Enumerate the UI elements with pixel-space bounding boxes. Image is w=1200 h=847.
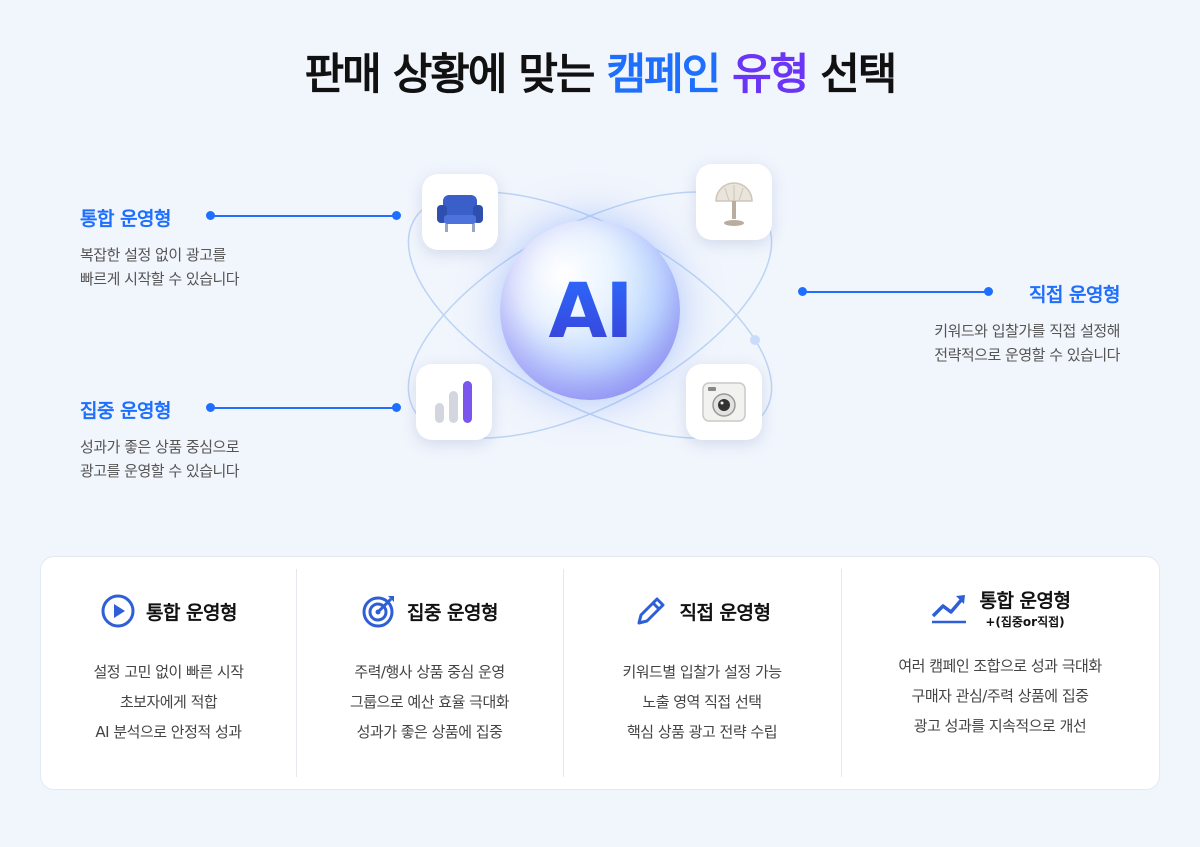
callout-direct-desc-line2: 전략적으로 운영할 수 있습니다 <box>934 346 1120 364</box>
card-line: 여러 캠페인 조합으로 성과 극대화 <box>898 657 1102 675</box>
page-title: 판매 상황에 맞는 캠페인 유형 선택 <box>0 40 1200 102</box>
lamp-icon <box>696 164 772 240</box>
title-highlight-campaign: 캠페인 <box>606 50 721 100</box>
ai-sphere: AI <box>500 220 680 400</box>
callout-direct-name: 직접 운영형 <box>1028 284 1121 306</box>
connector-dot <box>392 403 401 412</box>
title-text: 판매 상황에 맞는 <box>304 50 607 100</box>
ai-label: AI <box>548 265 633 355</box>
card-direct: 직접 운영형 키워드별 입찰가 설정 가능 노출 영역 직접 선택 핵심 상품 … <box>563 557 841 789</box>
card-line: 성과가 좋은 상품에 집중 <box>356 723 503 741</box>
card-subtitle: +(집중or직접) <box>985 615 1065 629</box>
card-line: 광고 성과를 지속적으로 개선 <box>913 717 1087 735</box>
ai-orbit-illustration: AI <box>380 150 800 490</box>
card-title: 집중 운영형 <box>406 601 499 624</box>
callout-integrated-name: 통합 운영형 <box>80 208 172 230</box>
title-text-end: 선택 <box>807 50 897 100</box>
card-title: 통합 운영형 <box>979 590 1071 612</box>
connector-dot <box>984 287 993 296</box>
campaign-type-panel: 통합 운영형 설정 고민 없이 빠른 시작 초보자에게 적합 AI 분석으로 안… <box>40 556 1160 790</box>
callout-focused: 집중 운영형 성과가 좋은 상품 중심으로 광고를 운영할 수 있습니다 <box>80 396 240 483</box>
card-line: 초보자에게 적합 <box>119 693 218 711</box>
callout-integrated-desc-line1: 복잡한 설정 없이 광고를 <box>80 246 226 264</box>
card-line: 핵심 상품 광고 전략 수립 <box>626 723 778 741</box>
callout-direct: 직접 운영형 키워드와 입찰가를 직접 설정해 전략적으로 운영할 수 있습니다 <box>934 280 1120 367</box>
pencil-icon <box>637 597 665 625</box>
callout-focused-desc-line2: 광고를 운영할 수 있습니다 <box>80 462 240 480</box>
callout-direct-desc-line1: 키워드와 입찰가를 직접 설정해 <box>934 322 1120 340</box>
trend-up-icon <box>932 595 967 624</box>
camera-icon <box>686 364 762 440</box>
card-focused: 집중 운영형 주력/행사 상품 중심 운영 그룹으로 예산 효율 극대화 성과가… <box>296 557 563 789</box>
callout-focused-name: 집중 운영형 <box>80 400 172 422</box>
callout-focused-desc-line1: 성과가 좋은 상품 중심으로 <box>80 438 240 456</box>
card-line: 노출 영역 직접 선택 <box>642 693 762 711</box>
connector-line <box>802 291 988 293</box>
connector-dot <box>392 211 401 220</box>
target-icon <box>362 596 394 628</box>
card-line: 키워드별 입찰가 설정 가능 <box>622 663 782 681</box>
card-title: 직접 운영형 <box>679 601 771 624</box>
callout-integrated-desc-line2: 빠르게 시작할 수 있습니다 <box>80 270 240 288</box>
callout-integrated: 통합 운영형 복잡한 설정 없이 광고를 빠르게 시작할 수 있습니다 <box>80 204 240 291</box>
card-title: 통합 운영형 <box>145 601 238 624</box>
card-line: 설정 고민 없이 빠른 시작 <box>93 663 244 681</box>
card-line: 구매자 관심/주력 상품에 집중 <box>911 687 1089 705</box>
sofa-icon <box>422 174 498 250</box>
title-space <box>719 50 732 100</box>
card-line: 그룹으로 예산 효율 극대화 <box>349 693 510 711</box>
connector-line <box>210 215 396 217</box>
callout-direct-desc: 키워드와 입찰가를 직접 설정해 전략적으로 운영할 수 있습니다 <box>934 319 1120 367</box>
card-line: 주력/행사 상품 중심 운영 <box>354 663 505 681</box>
card-line: AI 분석으로 안정적 성과 <box>95 723 242 741</box>
bar-chart-icon <box>416 364 492 440</box>
connector-line <box>210 407 396 409</box>
callout-focused-desc: 성과가 좋은 상품 중심으로 광고를 운영할 수 있습니다 <box>80 435 240 483</box>
card-combined: 통합 운영형 +(집중or직접) 여러 캠페인 조합으로 성과 극대화 구매자 … <box>841 557 1159 789</box>
card-integrated: 통합 운영형 설정 고민 없이 빠른 시작 초보자에게 적합 AI 분석으로 안… <box>41 557 296 789</box>
title-highlight-type: 유형 <box>732 50 809 100</box>
callout-integrated-desc: 복잡한 설정 없이 광고를 빠르게 시작할 수 있습니다 <box>80 243 240 291</box>
play-circle-icon <box>101 594 135 628</box>
